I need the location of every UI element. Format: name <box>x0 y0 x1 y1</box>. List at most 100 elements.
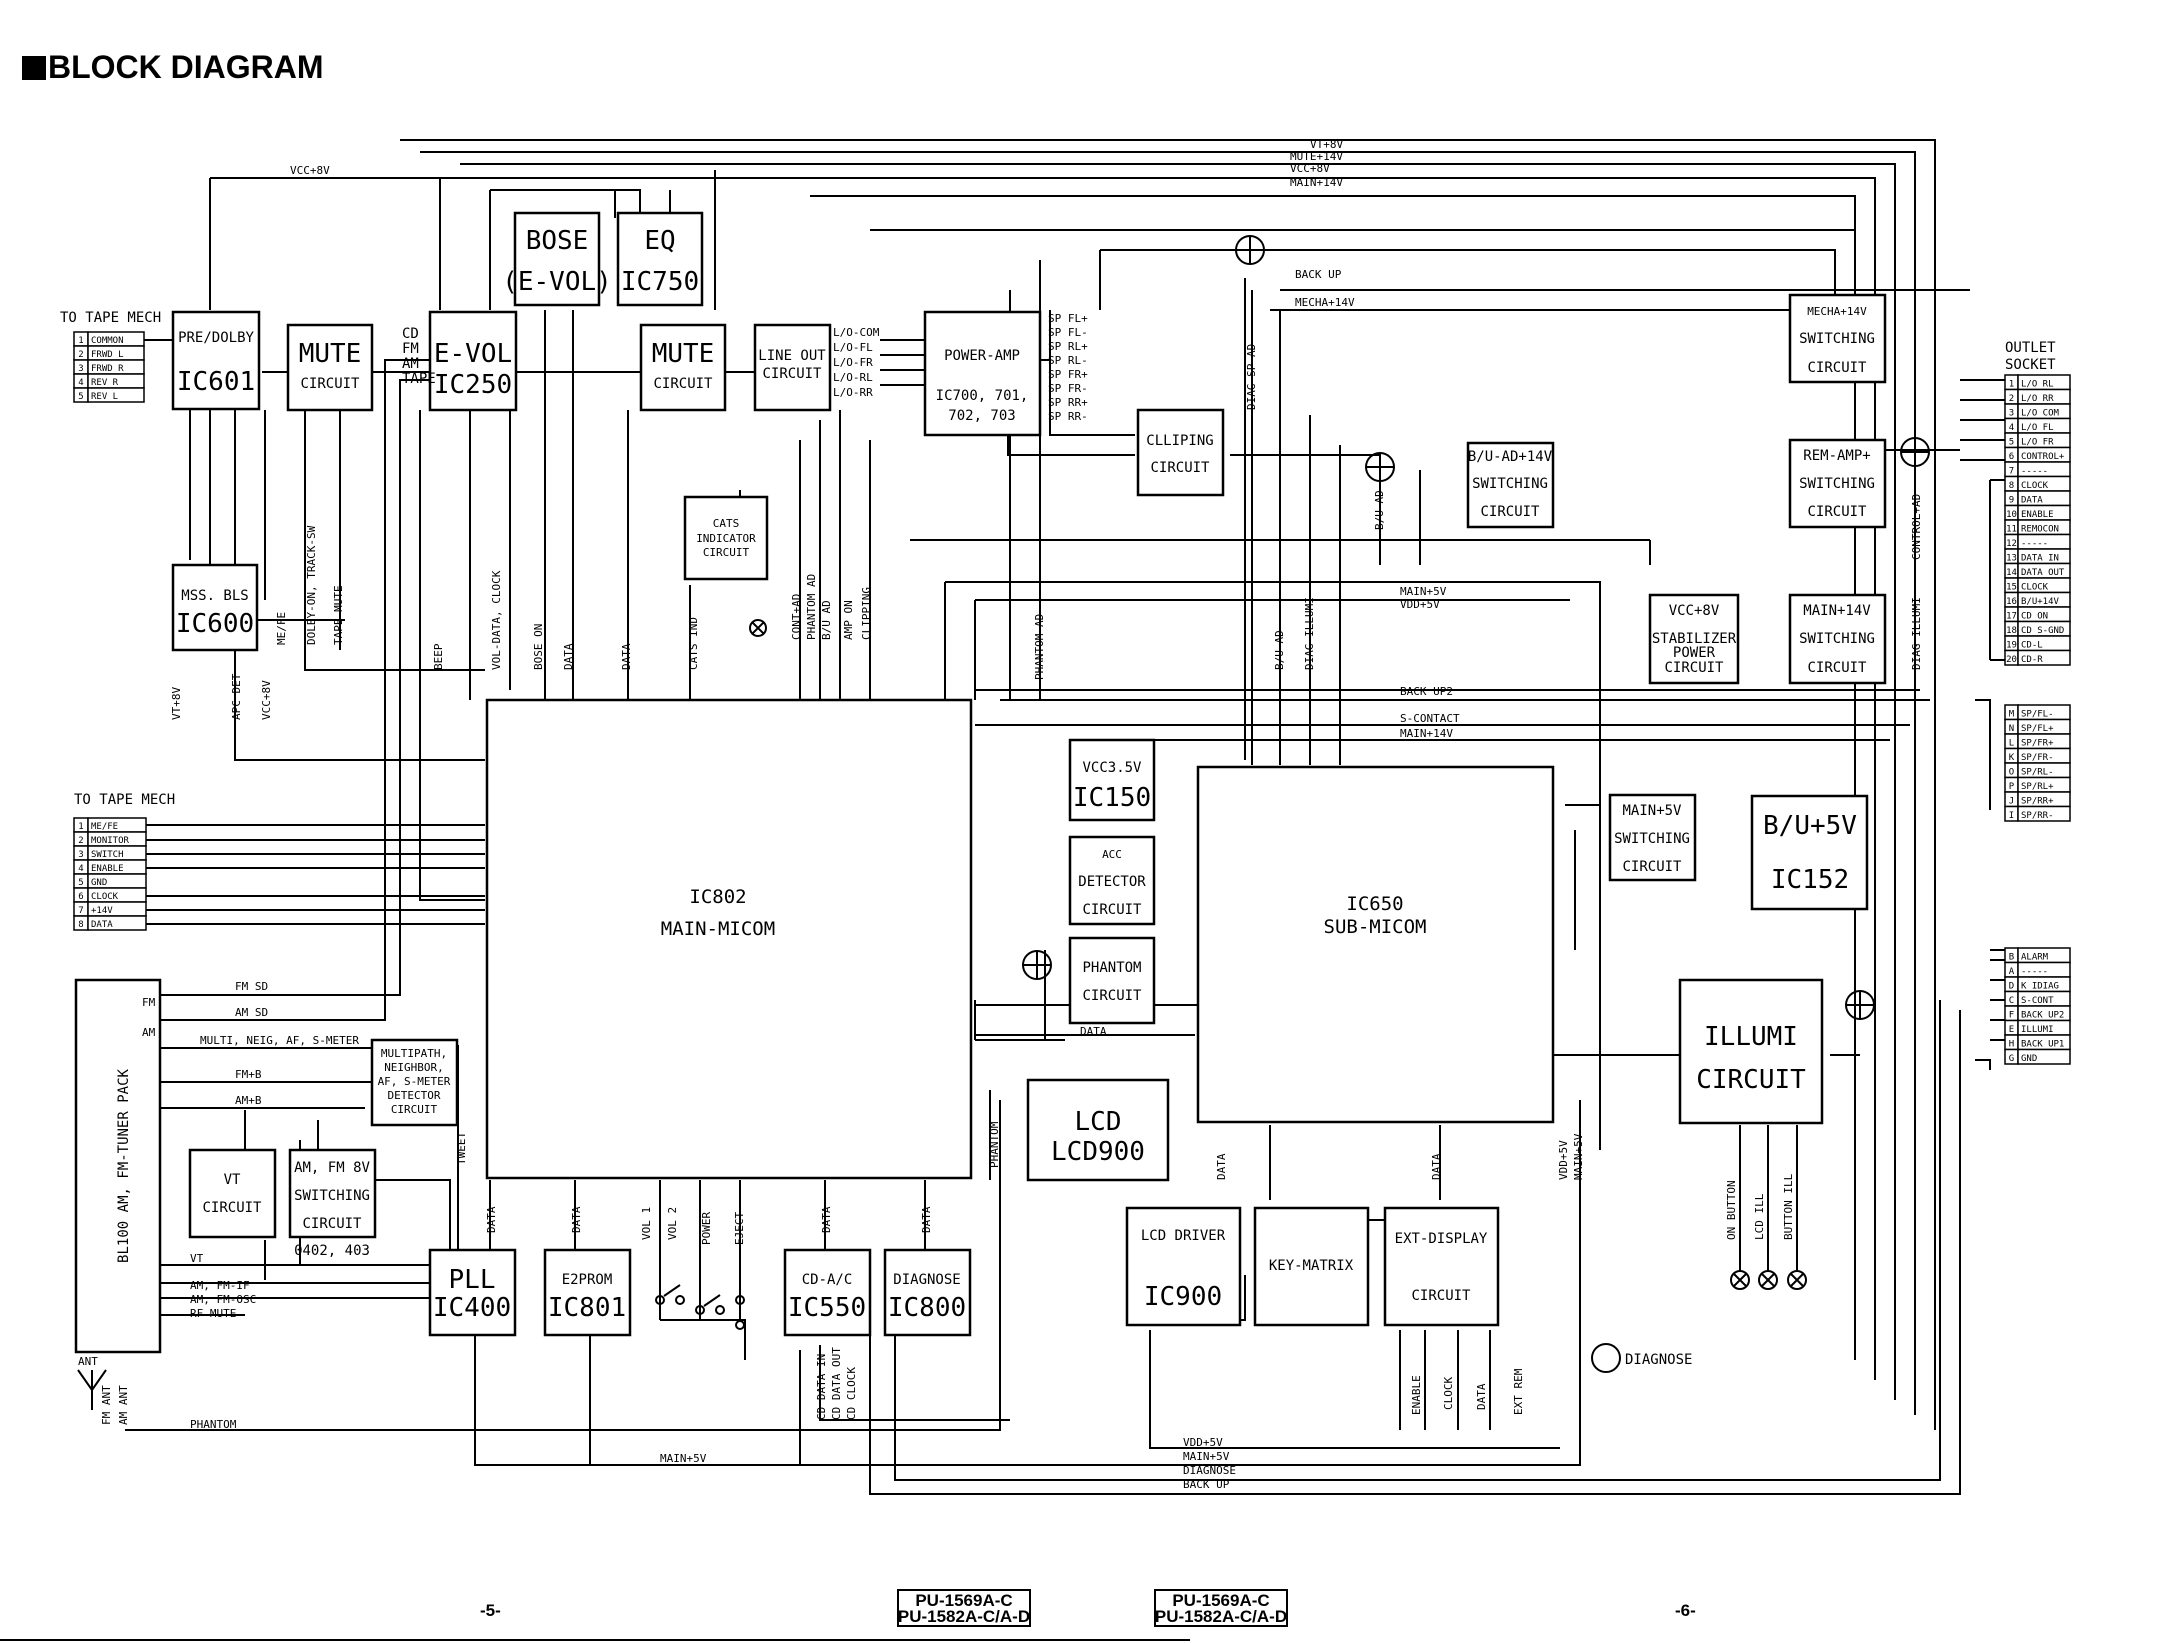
connector-pin-number: O <box>2009 768 2014 778</box>
ic802-title: IC802 <box>689 886 746 908</box>
connector-label-cell <box>87 915 147 931</box>
connector-pin-label: CD ON <box>2021 612 2048 622</box>
model-a-2: PU-1582A-C/A-D <box>898 1607 1030 1626</box>
pre-dolby-ic601 <box>171 310 261 411</box>
connector-pin-label: K IDIAG <box>2021 982 2059 992</box>
vl-am-ant: AM ANT <box>117 1385 130 1425</box>
vl-buad3: B/U AD <box>1273 630 1286 670</box>
connector-pin-label: FRWD L <box>91 350 124 360</box>
lineout-title: LINE OUT <box>758 348 826 364</box>
outlet-label-1: OUTLET <box>2005 340 2056 356</box>
amp-out-2: SP RL+ <box>1048 340 1088 353</box>
connector-pin-number: J <box>2009 797 2014 807</box>
amp-out-4: SP FR+ <box>1048 368 1088 381</box>
main14-sub1: SWITCHING <box>1799 631 1875 647</box>
vl-phantomad: PHANTOM AD <box>805 574 818 640</box>
vl-cd-data: DATA <box>820 1206 833 1233</box>
tuner-pack-bl100 <box>74 978 162 1354</box>
connector-pin-label: L/O FR <box>2021 438 2054 448</box>
vertical-labels: ME/FE DOLBY-ON, TRACK-SW TAPE MUTE BEEP … <box>100 344 1923 1425</box>
ic650-sub: SUB-MICOM <box>1324 916 1427 938</box>
phantom-sub: CIRCUIT <box>1082 988 1142 1004</box>
extdisp-title: EXT-DISPLAY <box>1395 1231 1488 1247</box>
amp-out-7: SP RR- <box>1048 410 1088 423</box>
key-matrix <box>1253 1206 1370 1327</box>
connector-pin-label: ----- <box>2021 467 2048 477</box>
connector-pin-label: REV R <box>91 378 119 388</box>
keymatrix-title: KEY-MATRIX <box>1269 1258 1354 1274</box>
vl-eject: EJECT <box>733 1212 746 1245</box>
main14-switching-circuit <box>1788 593 1887 685</box>
amp-out-3: SP RL- <box>1048 354 1088 367</box>
lbl-amfmif: AM, FM-IF <box>190 1279 250 1292</box>
ext-display-circuit <box>1383 1206 1500 1327</box>
vl-cd-data-out: CD DATA OUT <box>830 1347 843 1420</box>
vl-diagillumi2: DIAG ILLUMI <box>1910 597 1923 670</box>
connector-pin-label: DATA IN <box>2021 554 2059 564</box>
mss-ic: IC600 <box>176 609 254 639</box>
power-amp-ic700 <box>923 310 1042 437</box>
phantom-title: PHANTOM <box>1082 960 1141 976</box>
cats-sub1: INDICATOR <box>696 532 756 545</box>
vcc35-ic: IC150 <box>1073 783 1151 813</box>
main5-sub1: SWITCHING <box>1614 831 1690 847</box>
connector-pin-number: 5 <box>78 392 83 402</box>
connector-pin-label: SP/RL- <box>2021 768 2054 778</box>
cd-ac-ic550 <box>783 1248 872 1337</box>
mute2-title: MUTE <box>652 339 715 369</box>
connector-pin-number: 2 <box>78 350 83 360</box>
tuner-pack-label: BL100 AM, FM-TUNER PACK <box>116 1069 132 1263</box>
lo-out-4: L/O-RR <box>833 386 873 399</box>
vl-phantomad2: PHANTOM AD <box>1033 614 1046 680</box>
connector-pin-number: M <box>2009 710 2015 720</box>
vcc8-sub1: STABILIZER <box>1652 631 1737 647</box>
amp-out-0: SP FL+ <box>1048 312 1088 325</box>
bus-vt8: VT+8V <box>1310 138 1343 151</box>
lcddrv-ic: IC900 <box>1144 1282 1222 1312</box>
vl-tweet: TWEET <box>455 1132 468 1165</box>
diagnose-ic800 <box>883 1248 972 1337</box>
pre-dolby-label: PRE/DOLBY <box>178 330 254 346</box>
vl-dolby: DOLBY-ON, TRACK-SW <box>305 525 318 645</box>
connector-pin-number: 15 <box>2006 583 2017 593</box>
vl-e2-data: DATA <box>570 1206 583 1233</box>
connector-pin-number: I <box>2009 811 2014 821</box>
connector-pin-number: P <box>2009 782 2015 792</box>
connector-pin-number: 11 <box>2006 525 2017 535</box>
lcd-driver-ic900 <box>1125 1206 1242 1327</box>
vl-cd-clock: CD CLOCK <box>845 1367 858 1420</box>
vl-catsind: CATS IND <box>687 617 700 670</box>
ant-label: ANT <box>78 1355 98 1368</box>
rem-amp-switching-circuit <box>1788 438 1887 529</box>
vl-clipping: CLIPPING <box>860 587 873 640</box>
vl-ampon: AMP ON <box>842 600 855 640</box>
connector-pin-number: 7 <box>78 906 83 916</box>
connector-pin-number: 10 <box>2006 510 2017 520</box>
connector-pin-label: B/U+14V <box>2021 597 2060 607</box>
amfm8-ic: 0402, 403 <box>294 1243 370 1259</box>
connector-pin-number: 8 <box>78 920 83 930</box>
connector-pin-number: 1 <box>2009 380 2014 390</box>
connector-pin-label: BACK UP2 <box>2021 1011 2064 1021</box>
connector-pin-number: 12 <box>2006 539 2017 549</box>
connector-pin-number: 17 <box>2006 612 2017 622</box>
vl-vol2: VOL 2 <box>666 1207 679 1240</box>
mss-title: MSS. BLS <box>181 588 248 604</box>
connector-pin-number: 2 <box>2009 394 2014 404</box>
acc-sub1: DETECTOR <box>1078 874 1146 890</box>
cdac-ic: IC550 <box>788 1293 866 1323</box>
vl-diag-data: DATA <box>920 1206 933 1233</box>
bus-vdd5-bot: VDD+5V <box>1183 1436 1223 1449</box>
vl-clock: CLOCK <box>1442 1377 1455 1410</box>
tape-mech-label-2: TO TAPE MECH <box>74 792 175 808</box>
connector-pin-number: N <box>2009 724 2014 734</box>
vcc35-ic150 <box>1068 738 1156 822</box>
connector-label-cell <box>2017 1048 2071 1065</box>
connector-pin-number: D <box>2009 982 2014 992</box>
main5-switching-circuit <box>1608 793 1697 882</box>
keys-switches <box>655 1284 746 1360</box>
vl-apcdet: APC DET <box>230 673 243 720</box>
connector-pin-label: DATA <box>2021 496 2043 506</box>
